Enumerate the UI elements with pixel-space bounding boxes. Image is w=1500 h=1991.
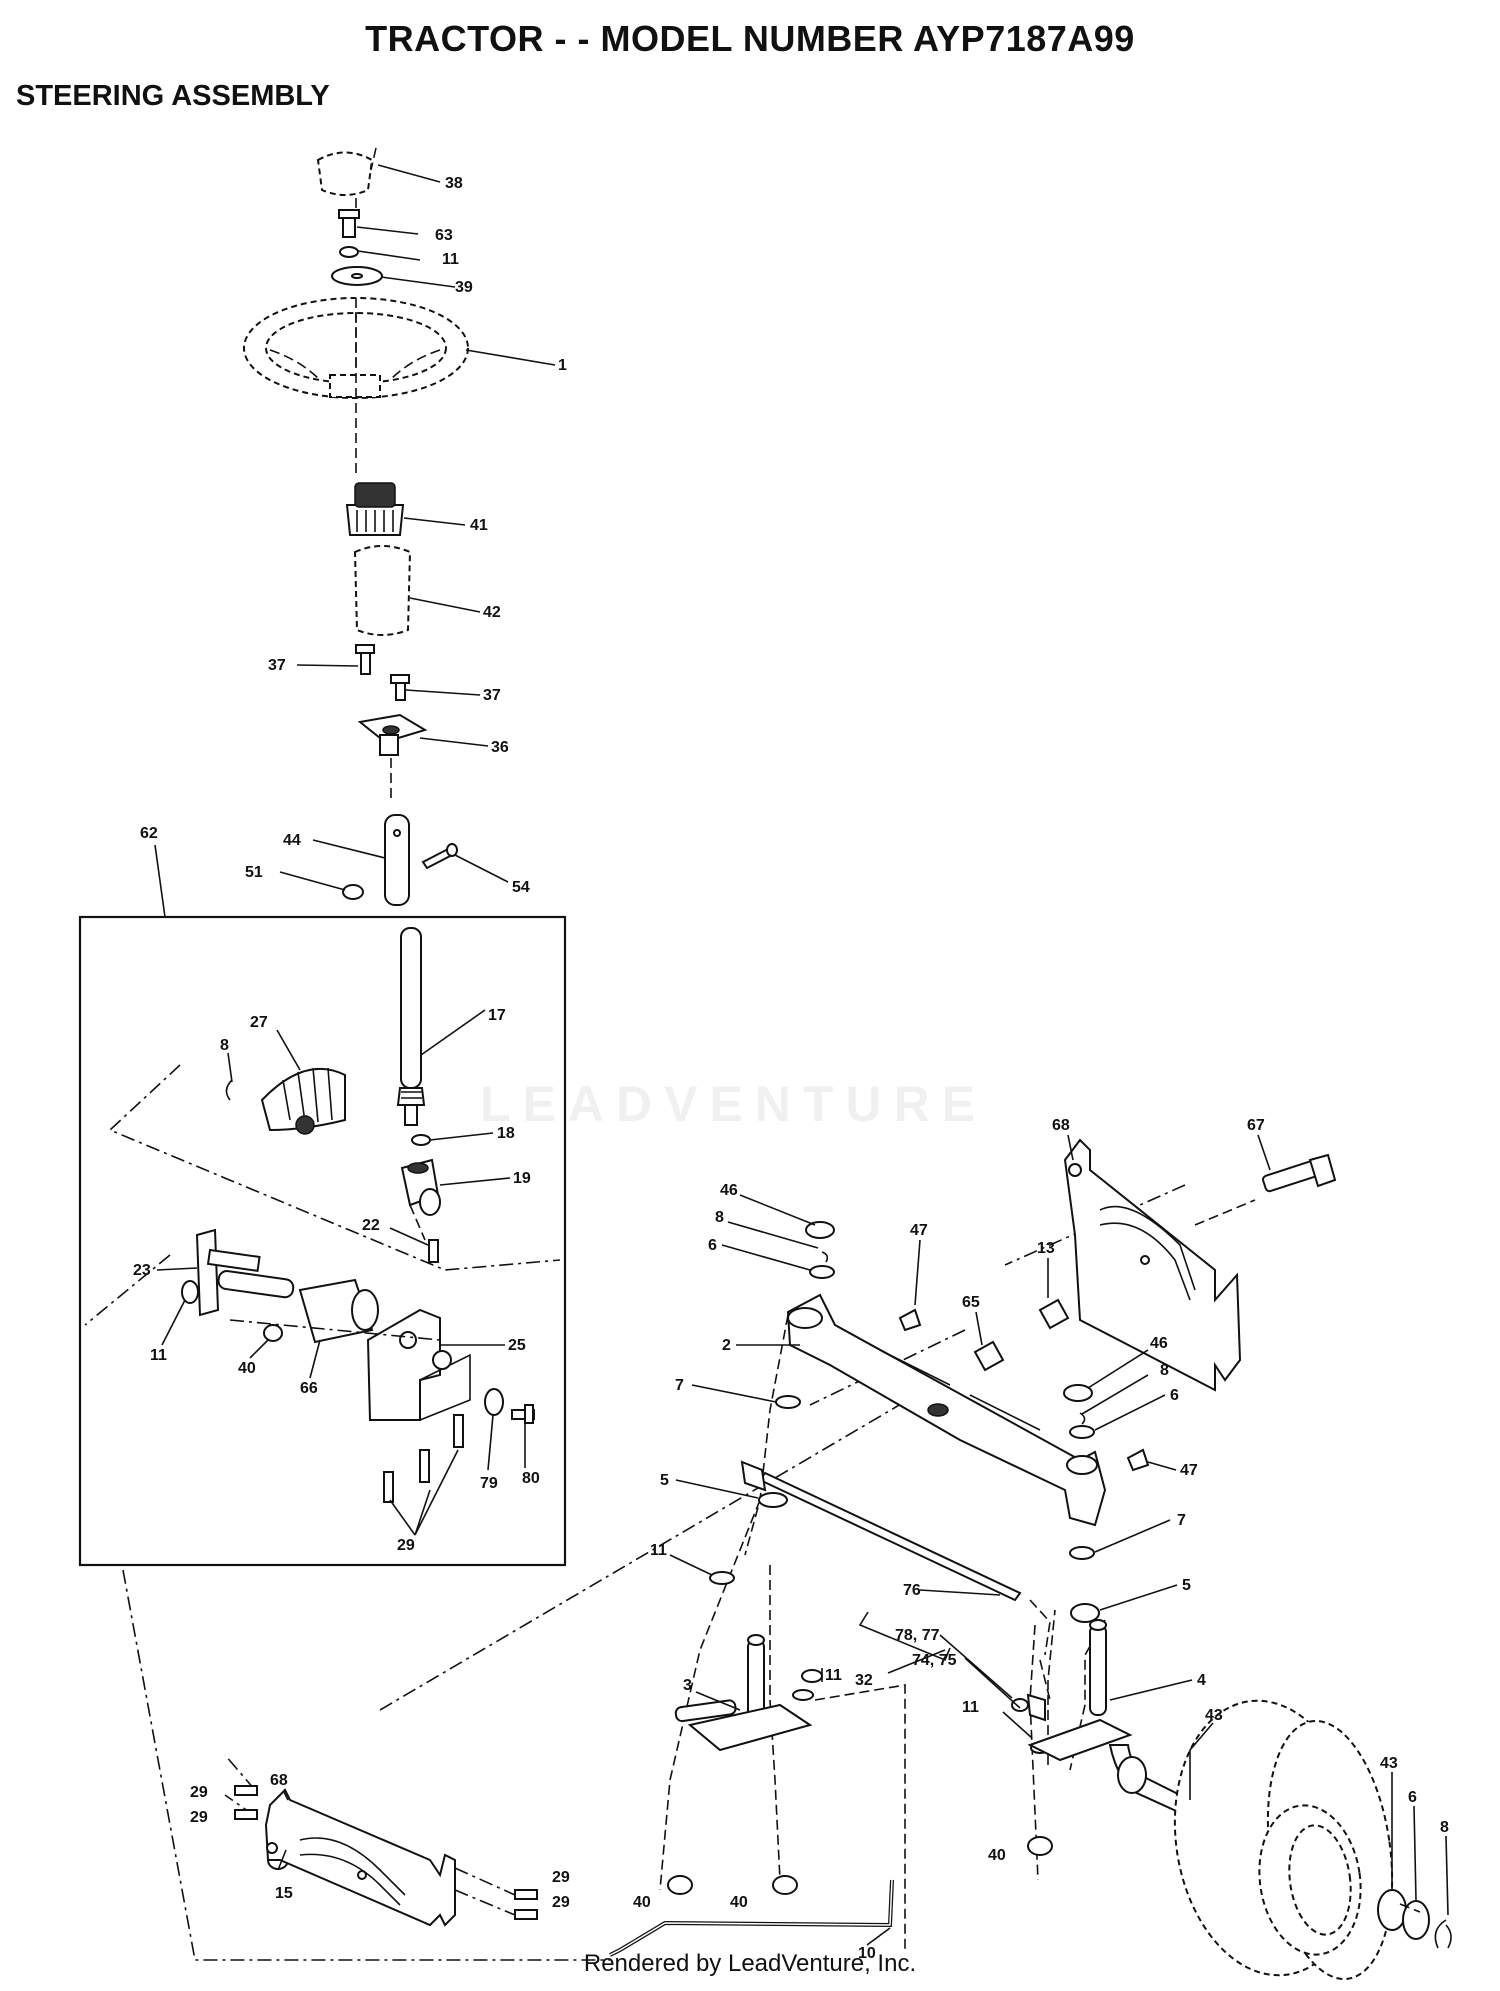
callout-46-right: 46 <box>1150 1335 1168 1352</box>
callout-6-right: 6 <box>1170 1387 1179 1404</box>
drag-link <box>740 1460 1051 1722</box>
callout-11-box: 11 <box>150 1347 167 1364</box>
front-wheel <box>1173 1699 1452 1981</box>
callout-29-right-bottom: 29 <box>552 1894 570 1911</box>
render-credit: Rendered by LeadVenture, Inc. <box>583 1950 917 1977</box>
callout-29-left-bottom: 29 <box>190 1809 208 1826</box>
callout-labels: 38 63 11 39 1 41 42 37 37 36 62 44 51 54… <box>133 175 1449 1962</box>
callout-46-left: 46 <box>720 1182 738 1199</box>
callout-63: 63 <box>435 227 453 244</box>
callout-11: 11 <box>442 251 459 268</box>
callout-80: 80 <box>522 1470 540 1487</box>
callout-40-middle: 40 <box>730 1894 748 1911</box>
callout-7-right: 7 <box>1177 1512 1186 1529</box>
callout-37-right: 37 <box>483 687 501 704</box>
callout-11-axle: 11 <box>650 1542 667 1559</box>
callout-23: 23 <box>133 1262 151 1279</box>
callout-10: 10 <box>858 1945 876 1962</box>
callout-17: 17 <box>488 1007 506 1024</box>
callout-22: 22 <box>362 1217 380 1234</box>
callout-40-right: 40 <box>988 1847 1006 1864</box>
callout-65: 65 <box>962 1294 980 1311</box>
spindle-left <box>674 1634 823 1752</box>
drag-rod <box>609 1879 894 1957</box>
callout-25: 25 <box>508 1337 526 1354</box>
callout-8-right: 8 <box>1160 1362 1169 1379</box>
callout-6-left: 6 <box>708 1237 717 1254</box>
callout-62: 62 <box>140 825 158 842</box>
callout-67: 67 <box>1247 1117 1265 1134</box>
callout-5-right: 5 <box>1182 1577 1191 1594</box>
callout-68-right: 68 <box>1052 1117 1070 1134</box>
callout-47-left: 47 <box>910 1222 928 1239</box>
callout-27: 27 <box>250 1014 268 1031</box>
callout-2: 2 <box>722 1337 731 1354</box>
callout-1: 1 <box>558 357 567 374</box>
callout-37-left: 37 <box>268 657 286 674</box>
callout-51: 51 <box>245 864 263 881</box>
callout-44: 44 <box>283 832 301 849</box>
callout-68-left: 68 <box>270 1772 288 1789</box>
callout-11-right: 11 <box>962 1699 979 1716</box>
steering-column-upper <box>243 147 469 906</box>
callout-47-right: 47 <box>1180 1462 1198 1479</box>
callout-40-box: 40 <box>238 1360 256 1377</box>
callout-3: 3 <box>683 1677 692 1694</box>
callout-11-spindle: 11 <box>825 1667 842 1684</box>
callout-42: 42 <box>483 604 501 621</box>
callout-8-box: 8 <box>220 1037 229 1054</box>
callout-4: 4 <box>1197 1672 1206 1689</box>
callout-66: 66 <box>300 1380 318 1397</box>
callout-43-bottom: 43 <box>1380 1755 1398 1772</box>
callout-54: 54 <box>512 879 530 896</box>
callout-41: 41 <box>470 517 488 534</box>
callout-6-wheel: 6 <box>1408 1789 1417 1806</box>
frame-bracket-right <box>1063 1138 1337 1392</box>
callout-74-75: 74, 75 <box>912 1652 957 1669</box>
leader-lines <box>156 164 1449 1946</box>
watermark: LEADVENTURE <box>480 1076 988 1132</box>
callout-39: 39 <box>455 279 473 296</box>
callout-29-right-top: 29 <box>552 1869 570 1886</box>
callout-78-77: 78, 77 <box>895 1627 940 1644</box>
callout-18: 18 <box>497 1125 515 1142</box>
callout-40-left: 40 <box>633 1894 651 1911</box>
callout-7-left: 7 <box>675 1377 684 1394</box>
callout-8-wheel: 8 <box>1440 1819 1449 1836</box>
callout-13: 13 <box>1037 1240 1055 1257</box>
callout-43-top: 43 <box>1205 1707 1223 1724</box>
section-title: STEERING ASSEMBLY <box>16 80 330 112</box>
callout-15: 15 <box>275 1885 293 1902</box>
callout-5-left: 5 <box>660 1472 669 1489</box>
callout-79: 79 <box>480 1475 498 1492</box>
front-axle <box>267 1221 1150 1895</box>
steering-gear-box <box>78 844 567 1567</box>
frame-bracket-left <box>234 1785 538 1927</box>
page-title: TRACTOR - - MODEL NUMBER AYP7187A99 <box>365 18 1135 59</box>
callout-8-left: 8 <box>715 1209 724 1226</box>
callout-38: 38 <box>445 175 463 192</box>
callout-36: 36 <box>491 739 509 756</box>
callout-29-left-top: 29 <box>190 1784 208 1801</box>
callout-76: 76 <box>903 1582 921 1599</box>
callout-29-box: 29 <box>397 1537 415 1554</box>
callout-19: 19 <box>513 1170 531 1187</box>
callout-32: 32 <box>855 1672 873 1689</box>
